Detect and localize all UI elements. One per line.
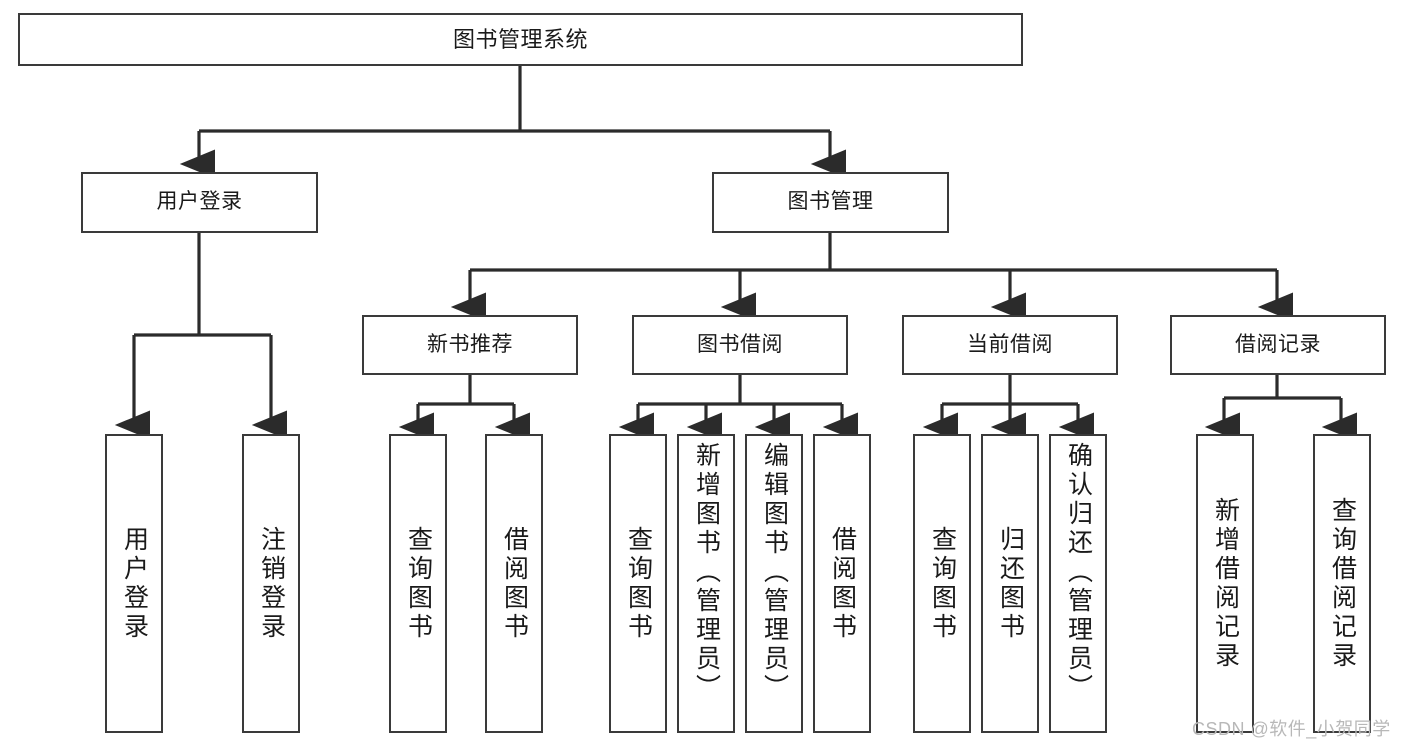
node-label: 新书推荐 [427, 332, 513, 356]
node-label: 借阅图书 [500, 525, 529, 642]
node-label: 图书管理系统 [452, 26, 588, 52]
leaf-edit-book[interactable]: 编辑图书（管理员） [745, 434, 803, 733]
node-label: 图书管理 [787, 190, 874, 214]
node-root-system[interactable]: 图书管理系统 [18, 13, 1023, 66]
node-book-borrow[interactable]: 图书借阅 [632, 315, 848, 375]
leaf-query-book-borrow[interactable]: 查询图书 [609, 434, 667, 733]
leaf-add-book[interactable]: 新增图书（管理员） [677, 434, 735, 733]
csdn-watermark: CSDN @软件_小贺同学 [1192, 719, 1391, 739]
leaf-borrow-book[interactable]: 借阅图书 [813, 434, 871, 733]
node-label: 用户登录 [156, 190, 243, 214]
node-new-book-recommend[interactable]: 新书推荐 [362, 315, 578, 375]
node-label: 查询图书 [624, 525, 653, 642]
node-label: 用户登录 [120, 525, 149, 642]
node-label: 借阅记录 [1235, 332, 1321, 356]
node-label: 当前借阅 [967, 332, 1053, 356]
node-user-login[interactable]: 用户登录 [81, 172, 318, 233]
node-label: 新增借阅记录 [1211, 496, 1240, 671]
node-current-borrow[interactable]: 当前借阅 [902, 315, 1118, 375]
leaf-borrow-book-recommend[interactable]: 借阅图书 [485, 434, 543, 733]
node-label: 查询图书 [404, 525, 433, 642]
node-book-manage[interactable]: 图书管理 [712, 172, 949, 233]
leaf-query-book-recommend[interactable]: 查询图书 [389, 434, 447, 733]
leaf-user-logout[interactable]: 注销登录 [242, 434, 300, 733]
node-label: 注销登录 [257, 525, 286, 642]
node-label: 查询图书 [928, 525, 957, 642]
leaf-query-book-current[interactable]: 查询图书 [913, 434, 971, 733]
node-label: 图书借阅 [697, 332, 783, 356]
node-label: 新增图书（管理员） [692, 442, 721, 703]
node-label: 借阅图书 [828, 525, 857, 642]
leaf-return-book[interactable]: 归还图书 [981, 434, 1039, 733]
node-borrow-record[interactable]: 借阅记录 [1170, 315, 1386, 375]
leaf-add-borrow-record[interactable]: 新增借阅记录 [1196, 434, 1254, 733]
node-label: 确认归还（管理员） [1064, 442, 1093, 703]
node-label: 编辑图书（管理员） [760, 442, 789, 703]
node-label: 归还图书 [996, 525, 1025, 642]
node-label: 查询借阅记录 [1328, 496, 1357, 671]
leaf-query-borrow-record[interactable]: 查询借阅记录 [1313, 434, 1371, 733]
leaf-user-login[interactable]: 用户登录 [105, 434, 163, 733]
leaf-confirm-return[interactable]: 确认归还（管理员） [1049, 434, 1107, 733]
